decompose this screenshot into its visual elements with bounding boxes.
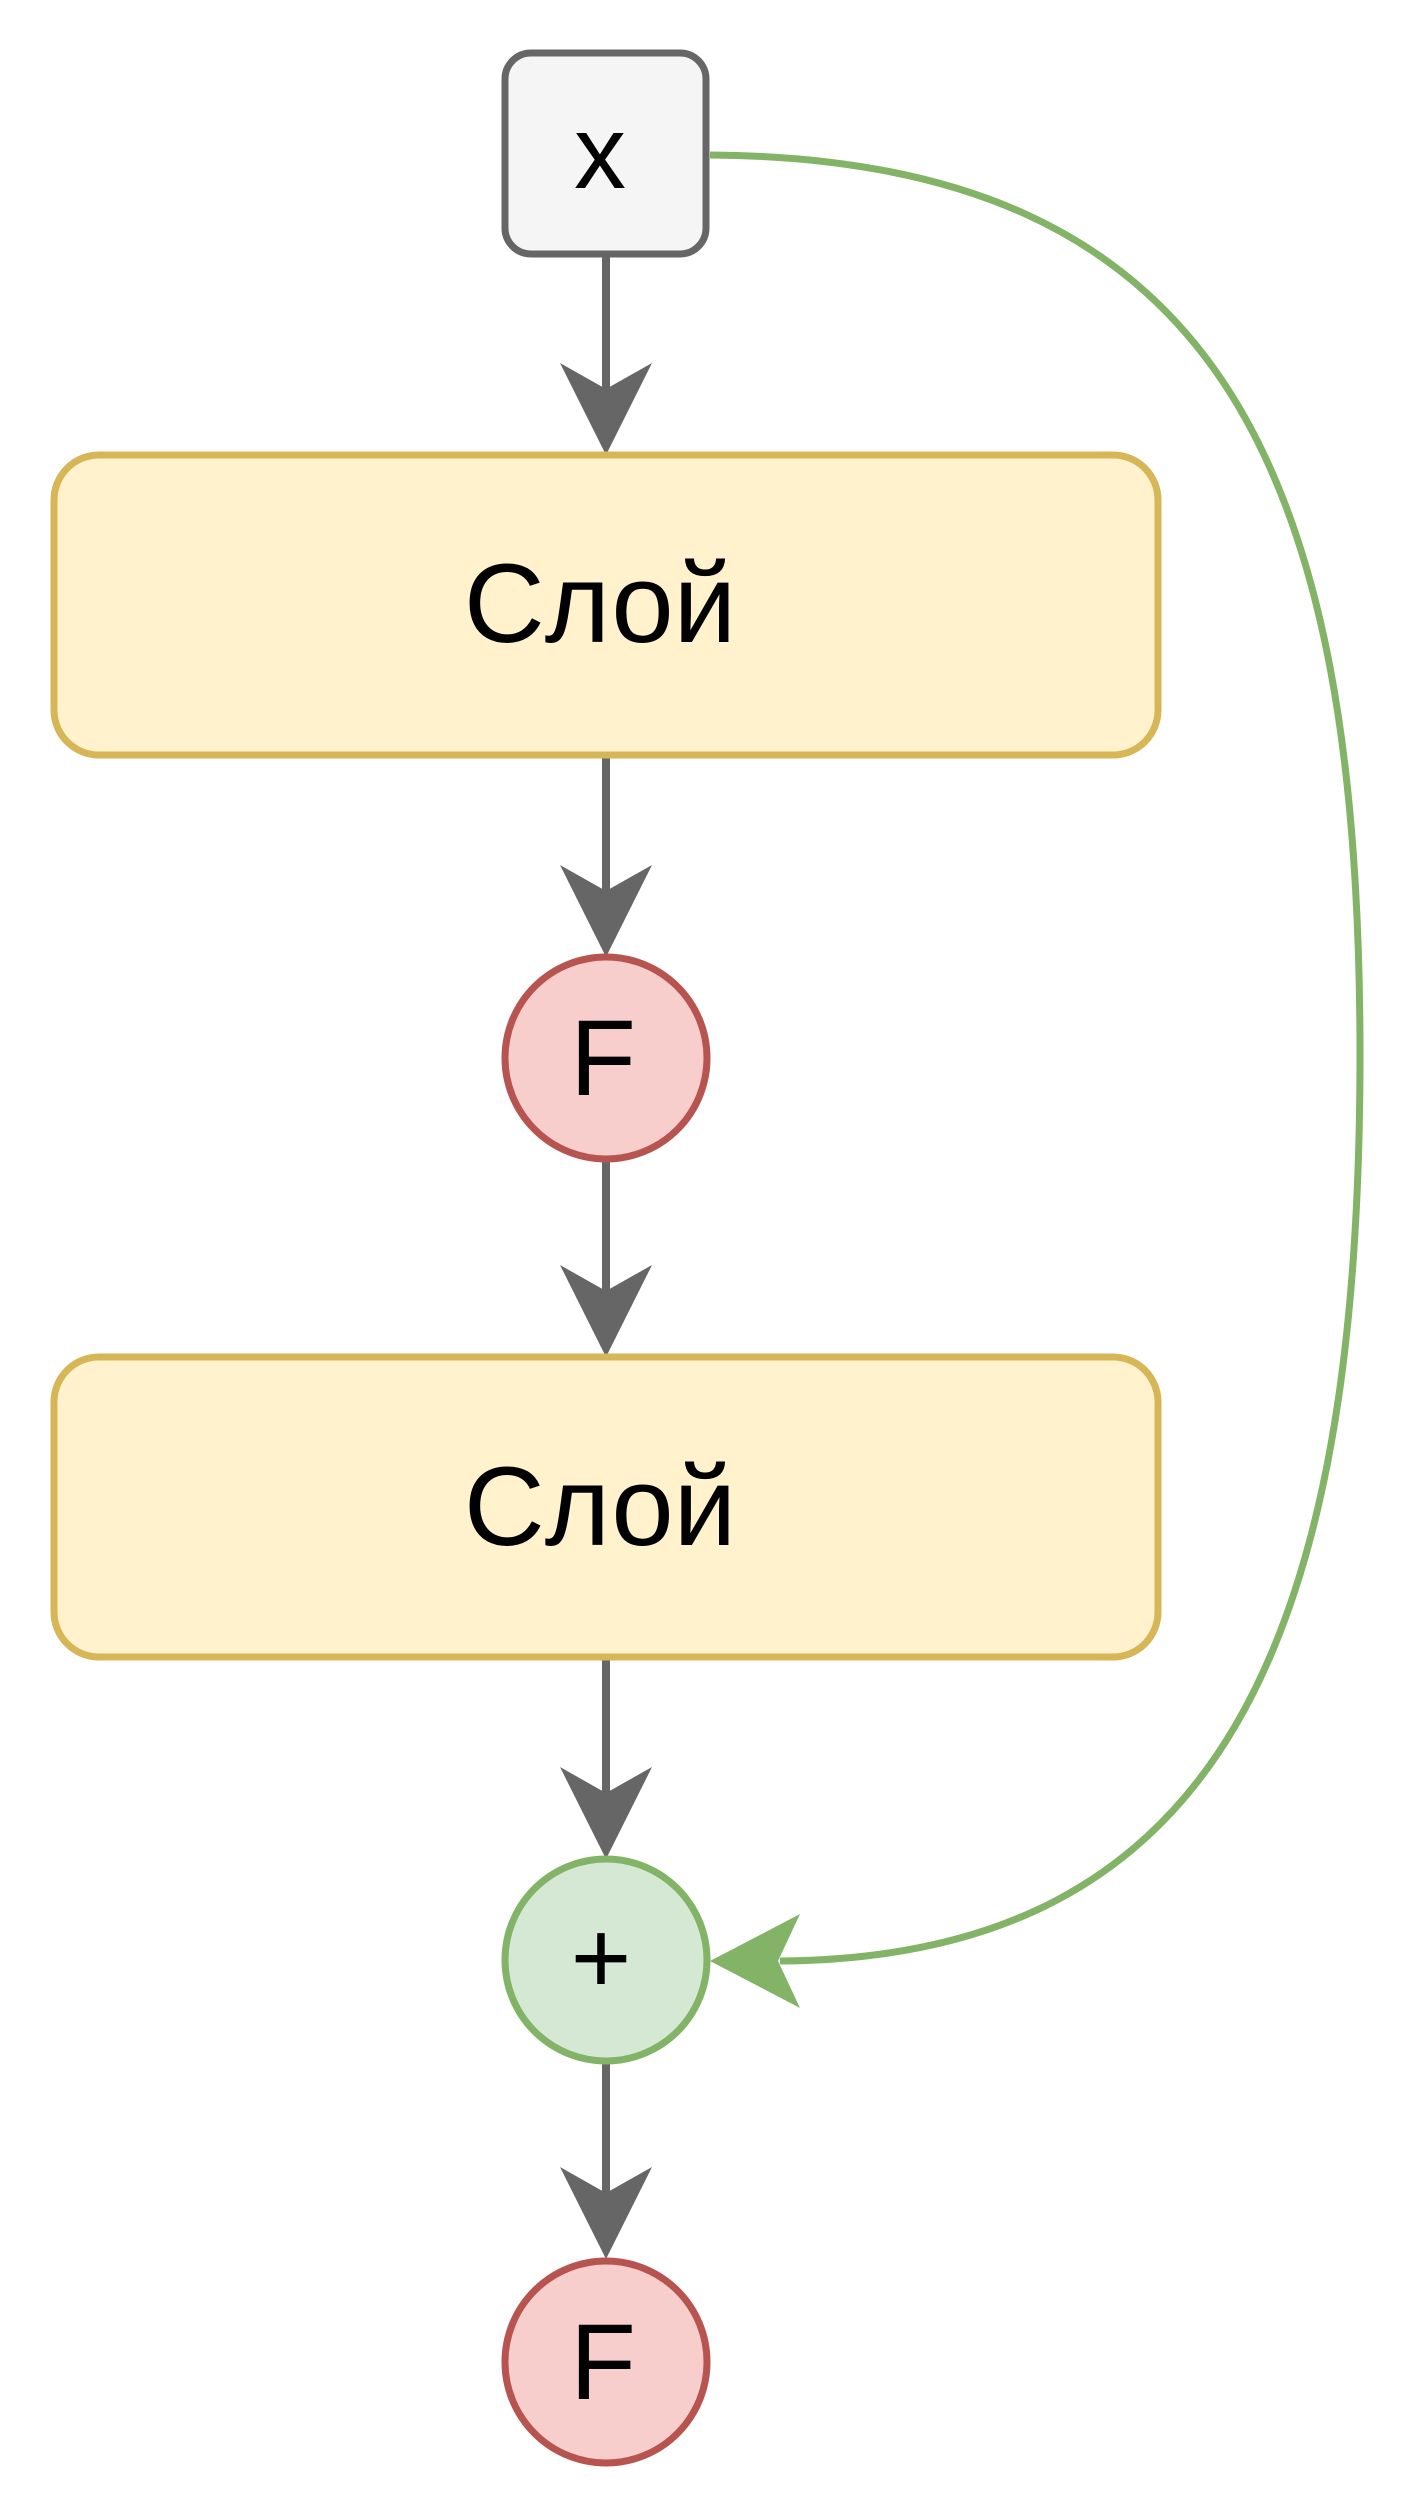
layer-2-node: Слой	[50, 1353, 1162, 1661]
edge-sum-to-activation2	[560, 2063, 652, 2259]
layer-1-node: Слой	[50, 451, 1162, 759]
activation-2-node: F	[501, 2257, 711, 2467]
layer-2-label: Слой	[464, 1444, 736, 1569]
edge-input-to-layer1	[560, 257, 652, 455]
edge-layer1-to-activation1	[560, 758, 652, 957]
skip-connection-edge	[709, 151, 1364, 2008]
layer-2-box	[50, 1353, 1162, 1661]
activation-2-label: F	[570, 2301, 636, 2422]
activation-1-label: F	[570, 997, 636, 1118]
sum-node: +	[501, 1855, 711, 2065]
edge-activation1-to-layer2	[560, 1161, 652, 1357]
edge-layer2-to-sum	[560, 1659, 652, 1859]
input-node-label: x	[574, 95, 626, 211]
layer-1-box	[50, 451, 1162, 759]
activation-1-circle	[501, 953, 711, 1163]
sum-circle	[501, 1855, 711, 2065]
main-edges	[560, 257, 652, 2259]
input-node-box	[501, 49, 710, 258]
activation-1-node: F	[501, 953, 711, 1163]
activation-2-circle	[501, 2257, 711, 2467]
sum-label: +	[571, 1900, 632, 2016]
layer-1-label: Слой	[464, 541, 736, 666]
input-node: x	[501, 49, 710, 258]
